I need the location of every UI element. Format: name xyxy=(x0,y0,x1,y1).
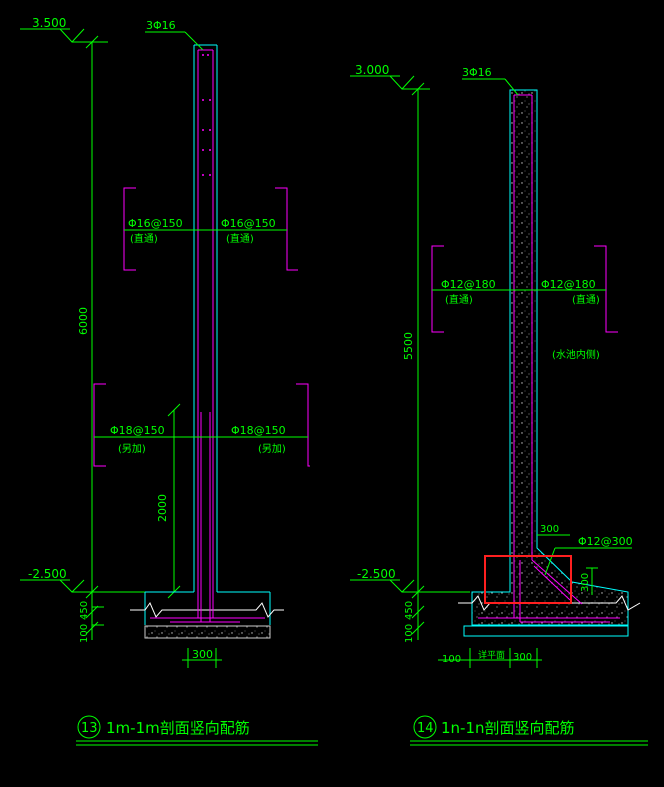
left-rebar-upper-r: Φ16@150 xyxy=(221,217,276,230)
left-bottom-elevation: -2.500 xyxy=(20,567,145,593)
right-bottom-note: 详平面 xyxy=(478,649,505,661)
left-caption-num: 13 xyxy=(81,721,98,736)
left-dim-width: 300 xyxy=(192,648,213,661)
left-rebar-upper-l-note: (直通) xyxy=(130,232,158,245)
left-top-bar-text: 3Φ16 xyxy=(146,19,176,32)
left-caption-circle xyxy=(77,715,101,739)
right-dim-300-side: 300 xyxy=(580,573,591,592)
left-rebar-lower-r: Φ18@150 xyxy=(231,424,286,437)
left-caption-text: 1m-1m剖面竖向配筋 xyxy=(106,719,250,737)
left-dim-450: 450 xyxy=(79,601,90,620)
left-rebar-lower-l: Φ18@150 xyxy=(110,424,165,437)
left-rebar-upper-r-note: (直通) xyxy=(226,232,254,245)
left-cushion xyxy=(144,625,271,639)
right-bottom-elevation: -2.500 xyxy=(350,567,470,593)
right-bottom-elev-text: -2.500 xyxy=(357,567,396,581)
right-rebar-r-note: (直通) xyxy=(572,293,600,306)
left-rebar-lower-l-note: (另加) xyxy=(118,443,146,455)
right-top-bar-text: 3Φ16 xyxy=(462,66,492,79)
left-rebars xyxy=(150,49,265,623)
left-section: 3.500 -2.500 6000 450 100 2000 xyxy=(20,16,318,746)
left-top-elevation: 3.500 xyxy=(20,16,108,43)
left-rebar-dots xyxy=(202,54,211,176)
right-dim-height: 5500 xyxy=(402,332,415,360)
right-rebar-l: Φ12@180 xyxy=(441,278,496,291)
right-rebar-r: Φ12@180 xyxy=(541,278,596,291)
right-dim-450: 450 xyxy=(404,601,415,620)
left-top-elev-text: 3.500 xyxy=(32,16,66,30)
left-bottom-elev-text: -2.500 xyxy=(28,567,67,581)
right-dim-300-bottom: 300 xyxy=(513,652,532,663)
left-dim-100: 100 xyxy=(79,624,90,643)
left-rebar-lower-r-note: (另加) xyxy=(258,443,286,455)
right-dim-100: 100 xyxy=(404,624,415,643)
left-break-line xyxy=(130,601,284,618)
highlight-box xyxy=(484,555,572,604)
right-caption-text: 1n-1n剖面竖向配筋 xyxy=(441,719,575,737)
right-caption-num: 14 xyxy=(417,721,434,736)
right-inner-note: (水池内侧) xyxy=(552,348,600,361)
right-caption-circle xyxy=(413,715,437,739)
right-section: 3.000 -2.500 5500 450 100 xyxy=(350,63,648,746)
left-dim-2000: 2000 xyxy=(156,494,169,522)
right-wall xyxy=(471,89,629,626)
right-rebars xyxy=(478,94,620,623)
right-cushion xyxy=(463,625,629,637)
right-top-elevation: 3.000 xyxy=(350,63,430,90)
right-haunch-bar: Φ12@300 xyxy=(578,535,633,548)
right-top-elev-text: 3.000 xyxy=(355,63,389,77)
left-dim-height: 6000 xyxy=(77,307,90,335)
left-rebar-upper-l: Φ16@150 xyxy=(128,217,183,230)
right-dim-300-top: 300 xyxy=(540,524,559,535)
left-wall xyxy=(144,44,271,625)
right-dim-100-bottom: 100 xyxy=(442,654,461,665)
right-rebar-l-note: (直通) xyxy=(445,293,473,306)
